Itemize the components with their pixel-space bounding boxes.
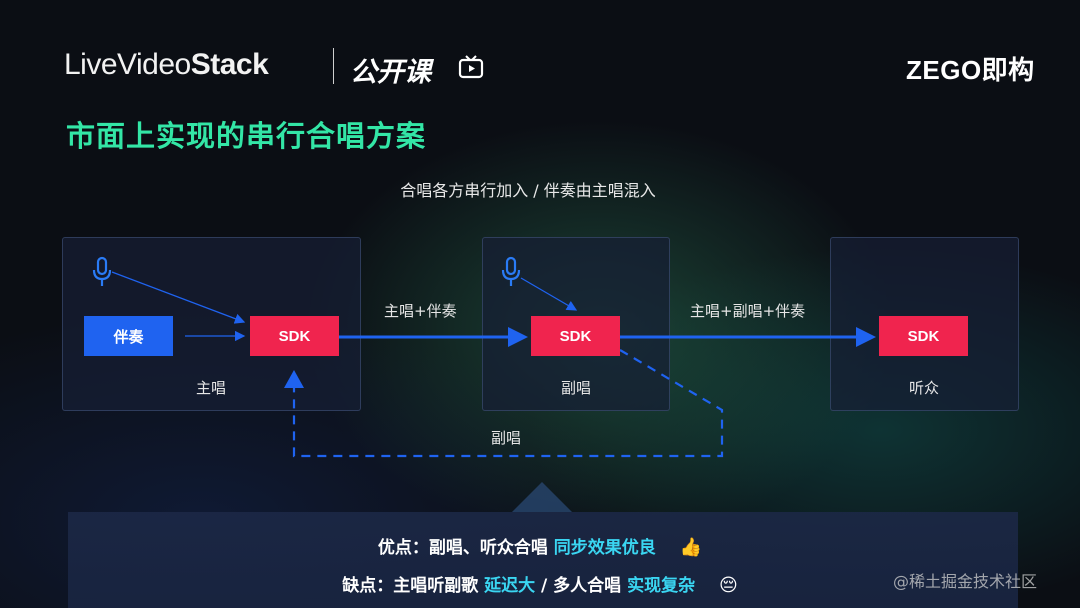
audience-sdk-box: SDK	[879, 316, 968, 356]
sad-face-icon: 😔	[719, 575, 738, 596]
livevideostack-logo: LiveVideoStack	[64, 48, 269, 81]
microphone-icon	[92, 256, 112, 286]
lead-to-second-label: 主唱+伴奏	[384, 302, 457, 320]
second-singer-label: 副唱	[560, 379, 591, 397]
slide-subtitle: 合唱各方串行加入 / 伴奏由主唱混入	[400, 181, 656, 200]
pros-highlight: 同步效果优良	[553, 538, 656, 558]
lead-singer-label: 主唱	[195, 379, 226, 397]
cons-highlight-complexity: 实现复杂	[627, 576, 696, 596]
pros-line: 优点：副唱、听众合唱 同步效果优良 👍	[0, 533, 1080, 558]
logo-divider	[333, 48, 334, 84]
pros-text: 优点：副唱、听众合唱	[377, 538, 548, 558]
second-to-lead-label: 副唱	[491, 429, 522, 447]
cons-mid-text: / 多人合唱	[541, 576, 622, 596]
accompaniment-box: 伴奏	[84, 316, 173, 356]
zego-logo: ZEGO即构	[906, 55, 1035, 85]
cons-line: 缺点：主唱听副歌 延迟大 / 多人合唱 实现复杂 😔	[0, 571, 1080, 596]
tv-icon	[458, 55, 484, 79]
thumbs-up-icon: 👍	[679, 537, 703, 558]
gongkaike-logo: 公开课	[350, 57, 431, 88]
microphone-icon	[501, 256, 521, 286]
slide-title: 市面上实现的串行合唱方案	[66, 119, 427, 153]
second-to-audience-label: 主唱+副唱+伴奏	[690, 302, 806, 320]
lead-sdk-box: SDK	[250, 316, 339, 356]
second-sdk-box: SDK	[531, 316, 620, 356]
watermark: @稀土掘金技术社区	[893, 572, 1038, 591]
audience-label: 听众	[908, 379, 939, 397]
summary-band	[68, 512, 1018, 608]
cons-highlight-latency: 延迟大	[484, 576, 536, 596]
summary-pointer	[512, 482, 572, 512]
cons-text: 缺点：主唱听副歌	[342, 576, 479, 596]
